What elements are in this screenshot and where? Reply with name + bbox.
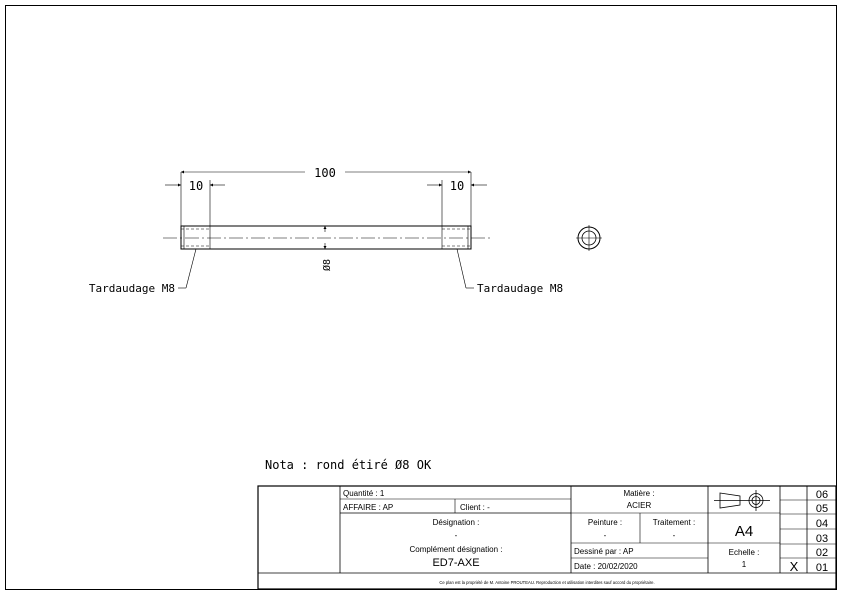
thread-callout-right-label: Tardaudage M8 — [477, 282, 563, 295]
title-block-text: Quantité : 1 AFFAIRE : AP Client : - Dés… — [343, 489, 828, 585]
thread-callout-right: Tardaudage M8 — [456, 248, 563, 295]
dimension-left-thread: 10 — [165, 179, 225, 193]
rod-body — [180, 225, 472, 250]
dimension-diameter-label: Ø8 — [321, 259, 333, 271]
tb-quantite: Quantité : 1 — [343, 489, 385, 498]
tb-echelle-value: 1 — [742, 560, 747, 569]
rod-front-view — [163, 225, 492, 250]
tb-revision-01: 01 — [816, 562, 828, 574]
tb-revision-06: 06 — [816, 489, 828, 501]
thread-callout-left-label: Tardaudage M8 — [89, 282, 175, 295]
tb-affaire: AFFAIRE : AP — [343, 503, 393, 512]
tb-traitement-label: Traitement : — [653, 518, 695, 527]
dimension-overall: 100 — [181, 166, 471, 180]
tb-format: A4 — [735, 523, 753, 540]
tb-designation-value: - — [455, 531, 458, 540]
tb-dessine: Dessiné par : AP — [574, 547, 634, 556]
tb-matiere-label: Matière : — [623, 489, 654, 498]
dimension-diameter: Ø8 — [321, 226, 333, 271]
tb-traitement-value: - — [673, 531, 676, 540]
projection-symbol-icon — [714, 490, 770, 511]
tb-revision-mark: X — [790, 559, 799, 574]
tb-complement-label: Complément désignation : — [410, 545, 503, 554]
tb-matiere-value: ACIER — [627, 501, 652, 510]
tb-complement-value: ED7-AXE — [432, 557, 479, 569]
tb-client: Client : - — [460, 503, 490, 512]
dimension-right-thread: 10 — [427, 179, 487, 193]
sheet-border — [5, 5, 837, 590]
tb-footer: Ce plan est la propriété de M. Antoine P… — [439, 580, 654, 585]
tb-peinture-label: Peinture : — [588, 518, 622, 527]
tb-peinture-value: - — [604, 531, 607, 540]
tb-designation-label: Désignation : — [433, 518, 480, 527]
tb-revision-03: 03 — [816, 533, 828, 545]
tb-revision-02: 02 — [816, 547, 828, 559]
dimension-right-thread-label: 10 — [450, 179, 464, 193]
dimension-left-thread-label: 10 — [189, 179, 203, 193]
tb-revision-05: 05 — [816, 503, 828, 515]
tb-date: Date : 20/02/2020 — [574, 562, 638, 571]
tb-revision-04: 04 — [816, 518, 828, 530]
dimension-overall-label: 100 — [314, 166, 336, 180]
thread-callout-left: Tardaudage M8 — [89, 248, 197, 295]
drawing-note: Nota : rond étiré Ø8 OK — [265, 458, 432, 472]
tb-echelle-label: Echelle : — [729, 548, 760, 557]
rod-end-view — [576, 225, 602, 251]
extension-lines — [180, 172, 472, 226]
title-block — [257, 485, 837, 590]
